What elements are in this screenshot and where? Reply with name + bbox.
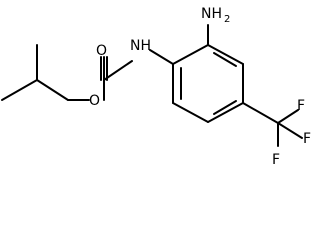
chemical-structure-diagram: O O NH NH 2 F F F xyxy=(1,6,311,168)
bond-n-to-ring xyxy=(149,49,174,65)
ring-bond-1 xyxy=(172,44,209,65)
ring-bond-5 xyxy=(172,102,209,123)
amide-nh-label: NH xyxy=(130,38,151,54)
bond-carbonyl-to-n xyxy=(103,60,133,81)
structure-canvas: O O NH NH 2 F F F xyxy=(1,6,312,168)
amine-nh-label: NH xyxy=(201,6,222,22)
carbonyl-oxygen-label: O xyxy=(96,43,107,59)
ester-oxygen-label: O xyxy=(89,93,100,109)
ring-double-inner-top xyxy=(213,52,237,67)
ring-bond-2 xyxy=(207,44,244,65)
amine-subscript-label: 2 xyxy=(224,14,230,25)
fluorine-bottom-label: F xyxy=(272,152,280,168)
bond-cf3-upper-right xyxy=(277,109,299,124)
bond-ring-to-cf3 xyxy=(242,102,279,124)
ring-bond-4 xyxy=(207,102,244,123)
fluorine-top-label: F xyxy=(297,98,305,114)
ring-double-inner-bottom xyxy=(213,100,237,115)
bond-cf3-right xyxy=(277,122,303,139)
bond-isobutyl-1 xyxy=(1,79,38,101)
fluorine-right-label: F xyxy=(303,131,311,147)
bond-isobutyl-3 xyxy=(36,79,69,101)
